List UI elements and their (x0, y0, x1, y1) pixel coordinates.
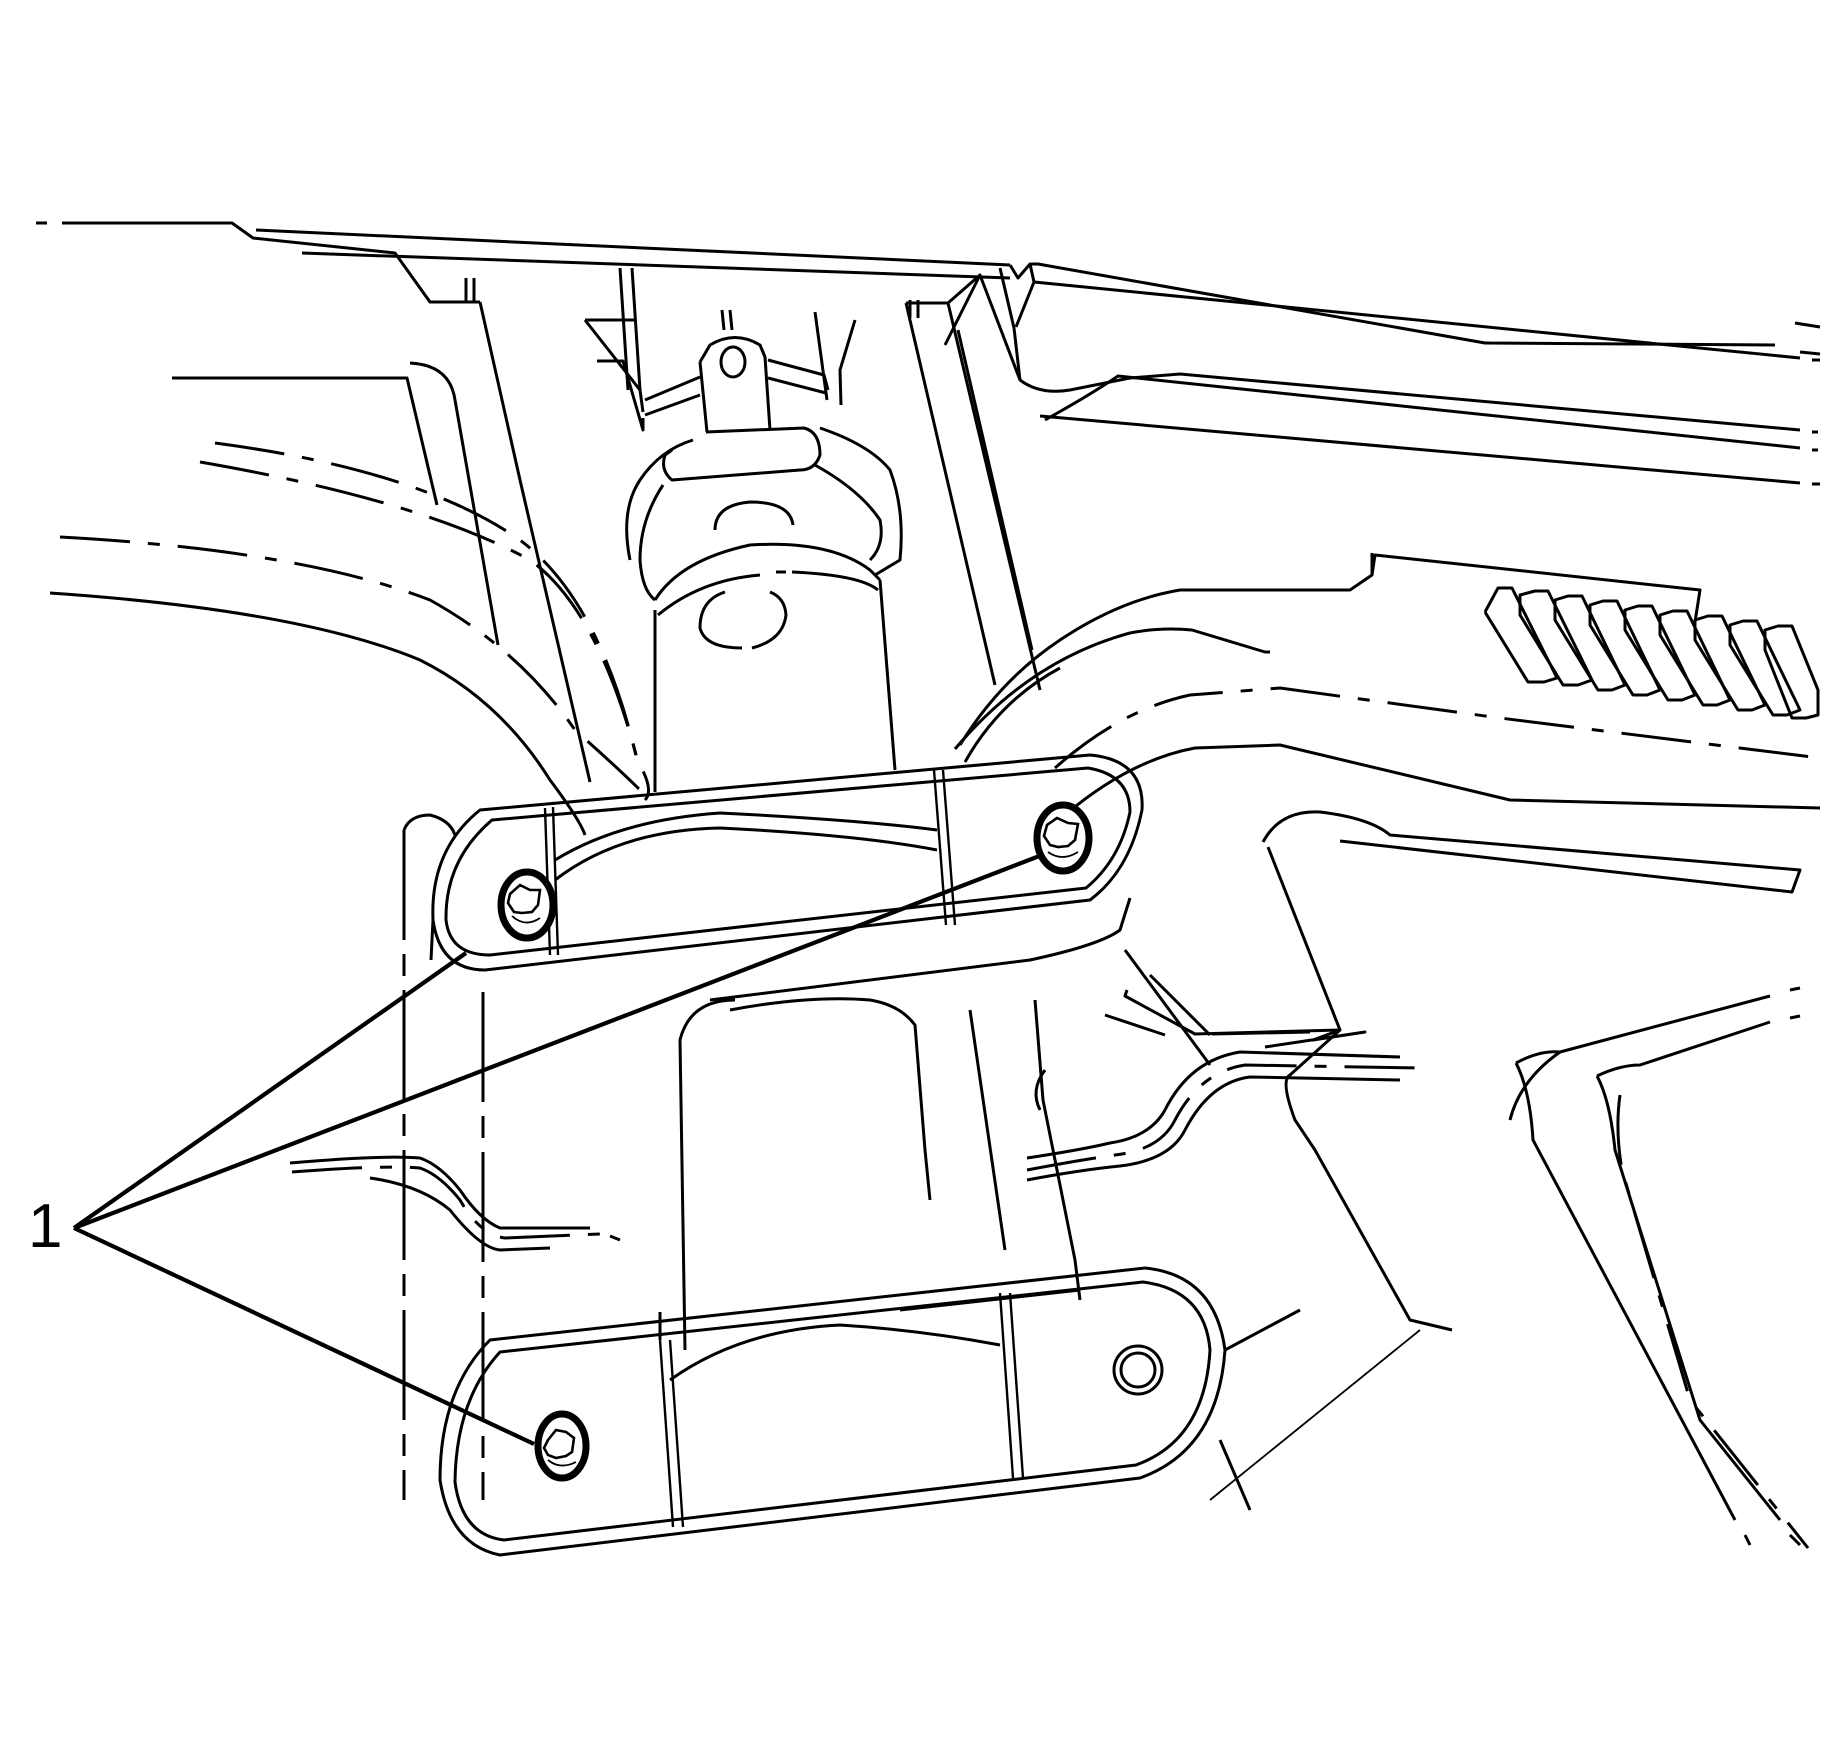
right-side-panel (1034, 810, 1802, 1332)
callout-leaders (72, 853, 1043, 1446)
shock-body (678, 997, 1082, 1351)
left-centerlines (402, 813, 485, 1500)
wavy-harness-right (1026, 1050, 1421, 1182)
bolt-upper-right (1033, 801, 1093, 875)
lower-bracket (438, 1266, 1421, 1557)
right-lower-panel (1508, 986, 1810, 1549)
strut-mount (583, 267, 903, 792)
bolt-lower-left (534, 1410, 590, 1482)
bolt-upper-left (497, 868, 557, 942)
right-channel (904, 273, 1042, 691)
left-pillar (172, 278, 592, 783)
callout-label-1: 1 (28, 1192, 63, 1261)
louver-slots (1483, 586, 1820, 720)
wavy-harness-left (289, 1155, 621, 1252)
left-arcs (49, 441, 651, 836)
fender-arc (953, 553, 1821, 817)
top-body-panel (36, 221, 1821, 486)
